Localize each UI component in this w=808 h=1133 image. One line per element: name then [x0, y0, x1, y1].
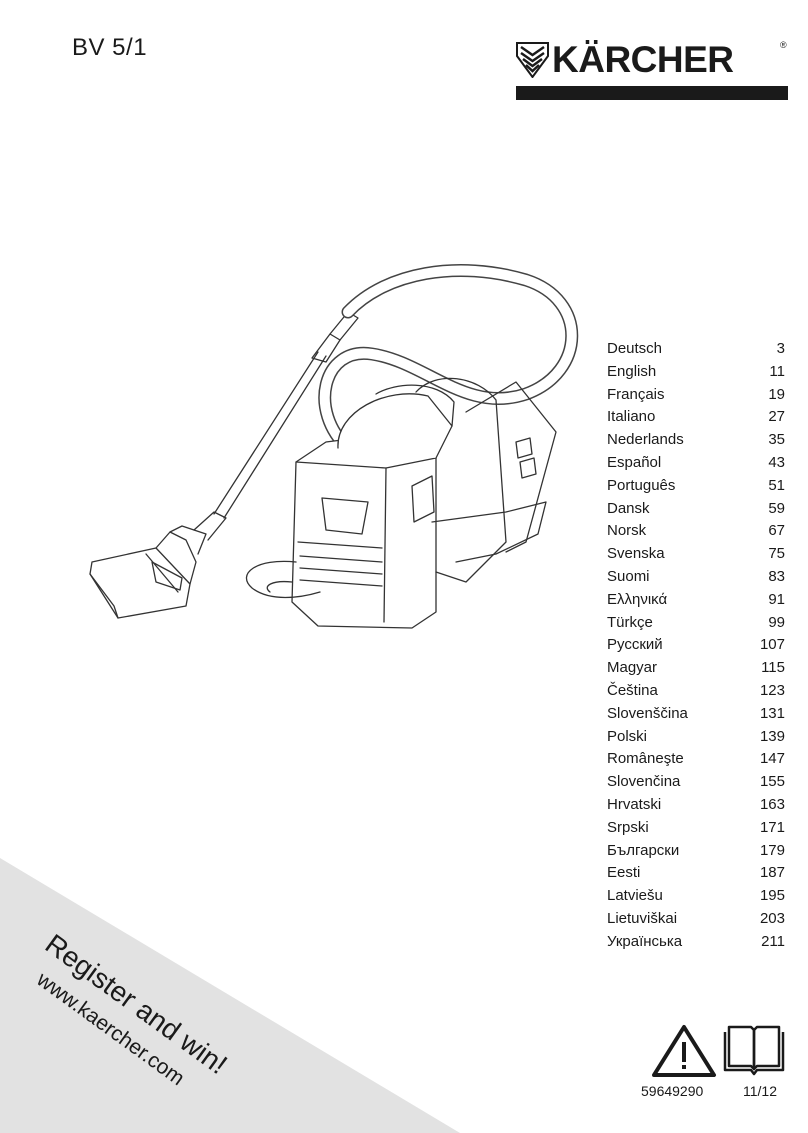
open-book-icon	[723, 1025, 785, 1076]
list-item: Româneşte 147	[607, 748, 785, 771]
language-name: Norsk	[607, 522, 647, 540]
list-item: Lietuviškai 203	[607, 908, 785, 931]
page-number: 75	[768, 545, 785, 563]
language-name: Türkçe	[607, 613, 653, 631]
list-item: Suomi 83	[607, 566, 785, 589]
list-item: Français 19	[607, 384, 785, 407]
registered-mark: ®	[780, 40, 787, 50]
language-name: Slovenščina	[607, 704, 688, 722]
warning-triangle-icon	[652, 1025, 716, 1077]
language-index: Deutsch 3 English 11 Français 19 Italiano 27…	[607, 338, 785, 954]
language-name: Dansk	[607, 499, 650, 517]
karcher-logo: KÄRCHER ®	[516, 39, 788, 100]
language-name: Magyar	[607, 659, 658, 677]
page-number: 139	[759, 727, 785, 745]
list-item: Magyar 115	[607, 657, 785, 680]
language-name: Suomi	[607, 567, 650, 585]
page-number: 51	[768, 476, 785, 494]
brand-bar	[516, 86, 788, 100]
list-item: Hrvatski 163	[607, 794, 785, 817]
document-number: 59649290	[641, 1083, 704, 1099]
list-item: English 11	[607, 361, 785, 384]
model-title: BV 5/1	[72, 34, 148, 61]
page-number: 115	[761, 659, 785, 677]
language-name: Latviešu	[607, 887, 663, 905]
list-item: Ελληνικά 91	[607, 589, 785, 612]
language-name: Русский	[607, 636, 663, 654]
language-name: Slovenčina	[607, 773, 681, 791]
list-item: Slovenščina 131	[607, 703, 785, 726]
language-name: Svenska	[607, 545, 665, 563]
language-name: Nederlands	[607, 431, 684, 449]
page-number: 171	[759, 818, 785, 836]
page-number: 11	[769, 362, 785, 380]
page-number: 83	[768, 567, 785, 585]
page-number: 163	[759, 795, 785, 813]
list-item: Русский 107	[607, 634, 785, 657]
page-number: 155	[759, 773, 785, 791]
language-name: Polski	[607, 727, 648, 745]
list-item: Български 179	[607, 840, 785, 863]
language-name: Srpski	[607, 818, 649, 836]
list-item: Svenska 75	[607, 543, 785, 566]
language-name: Italiano	[607, 408, 656, 426]
language-name: Español	[607, 453, 662, 471]
page-number: 27	[768, 408, 785, 426]
page-number: 147	[759, 750, 785, 768]
document-date: 11/12	[743, 1083, 777, 1099]
page-number: 99	[768, 613, 785, 631]
language-name: Hrvatski	[607, 795, 662, 813]
list-item: Español 43	[607, 452, 785, 475]
list-item: Português 51	[607, 475, 785, 498]
list-item: Čeština 123	[607, 680, 785, 703]
page-number: 19	[768, 385, 785, 403]
list-item: Polski 139	[607, 726, 785, 749]
list-item: Slovenčina 155	[607, 771, 785, 794]
language-name: Български	[607, 841, 680, 859]
vacuum-cleaner-illustration	[89, 264, 579, 629]
list-item: Nederlands 35	[607, 429, 785, 452]
language-name: Eesti	[607, 864, 641, 882]
page-number: 67	[768, 522, 785, 540]
page-number: 131	[759, 704, 785, 722]
page-number: 211	[761, 932, 785, 950]
page-number: 195	[759, 887, 785, 905]
list-item: Norsk 67	[607, 520, 785, 543]
list-item: Deutsch 3	[607, 338, 785, 361]
page-number: 179	[759, 841, 785, 859]
language-name: Deutsch	[607, 340, 663, 357]
language-name: Lietuviškai	[607, 909, 678, 927]
language-name: Українська	[607, 932, 683, 950]
language-name: Français	[607, 385, 665, 403]
page-number: 43	[768, 453, 785, 471]
karcher-logo-icon	[516, 42, 549, 78]
list-item: Italiano 27	[607, 406, 785, 429]
promo-corner-panel	[0, 858, 460, 1133]
list-item: Latviešu 195	[607, 885, 785, 908]
page-number: 107	[759, 636, 785, 654]
page-number: 3	[776, 340, 785, 357]
language-name: Româneşte	[607, 750, 684, 768]
page-number: 123	[759, 681, 785, 699]
list-item: Türkçe 99	[607, 612, 785, 635]
language-name: Čeština	[607, 681, 658, 699]
page-number: 203	[759, 909, 785, 927]
page-number: 35	[768, 431, 785, 449]
language-name: Ελληνικά	[607, 590, 668, 608]
page-number: 91	[768, 590, 785, 608]
list-item: Dansk 59	[607, 498, 785, 521]
list-item: Українська 211	[607, 931, 785, 954]
list-item: Srpski 171	[607, 817, 785, 840]
brand-name: KÄRCHER	[552, 39, 734, 80]
list-item: Eesti 187	[607, 862, 785, 885]
language-name: English	[607, 362, 657, 380]
language-name: Português	[607, 476, 676, 494]
page-number: 187	[759, 864, 785, 882]
page-number: 59	[768, 499, 785, 517]
